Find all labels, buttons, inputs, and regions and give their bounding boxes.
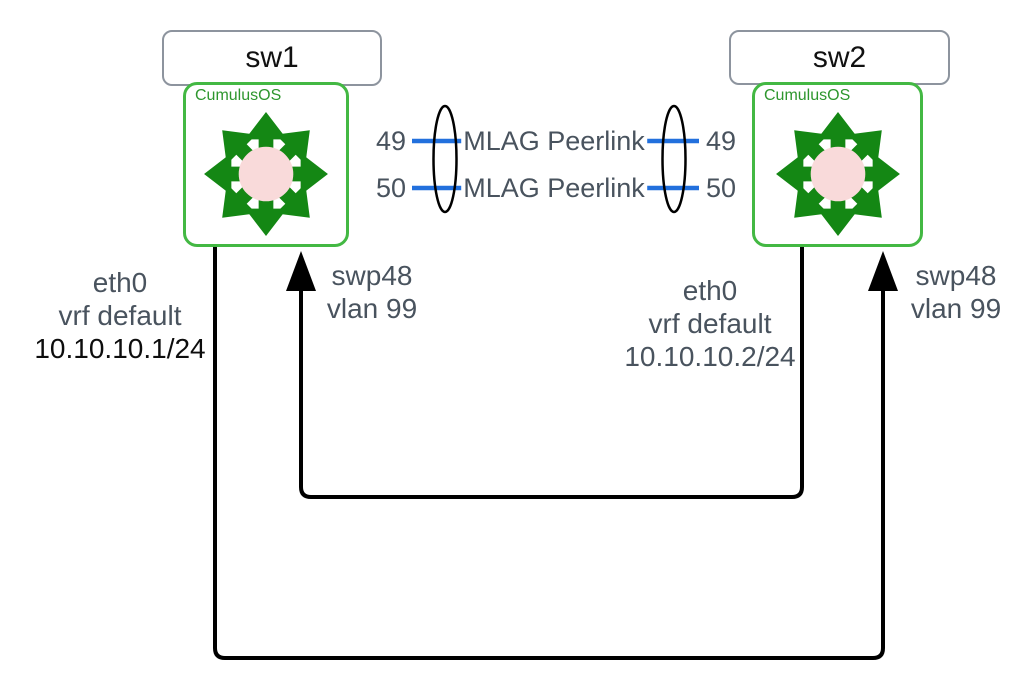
sw2-device-box: CumulusOS	[752, 82, 923, 247]
sw1-device-box: CumulusOS	[183, 82, 349, 247]
sw1-port-49-label: 49	[375, 126, 406, 156]
arrowhead-into-sw2-icon	[868, 251, 898, 291]
sw2-name: sw2	[812, 40, 867, 74]
sw1-swp48-label: swp48 vlan 99	[327, 259, 417, 325]
hub-circle-icon	[238, 146, 294, 202]
sw1-switch-icon	[204, 112, 328, 236]
sw2-eth0-ip: 10.10.10.2/24	[624, 341, 796, 372]
bond-ellipse-right	[661, 104, 687, 214]
sw2-swp48-name: swp48	[915, 260, 997, 291]
sw1-eth0-label: eth0 vrf default 10.10.10.1/24	[34, 266, 205, 365]
sw2-os-label: CumulusOS	[764, 87, 851, 104]
arrowhead-into-sw1-icon	[286, 251, 316, 291]
sw1-eth0-name: eth0	[92, 267, 148, 298]
sw1-swp48-vlan: vlan 99	[326, 293, 418, 324]
sw2-swp48-label: swp48 vlan 99	[911, 259, 1001, 325]
sw1-port-50-label: 50	[375, 173, 406, 203]
peerlink-50-label: MLAG Peerlink	[461, 173, 647, 203]
sw2-eth0-to-sw1-swp48-connector	[299, 247, 804, 499]
sw2-port-50-label: 50	[706, 173, 737, 203]
sw1-name: sw1	[245, 41, 299, 74]
peerlink-49-label: MLAG Peerlink	[461, 126, 647, 156]
sw1-name-box: sw1	[162, 30, 382, 86]
sw2-switch-icon	[776, 112, 900, 236]
sw1-os-label: CumulusOS	[195, 87, 282, 104]
bond-ellipse-left	[432, 104, 458, 214]
sw2-name-box: sw2	[729, 30, 950, 85]
sw1-eth0-ip: 10.10.10.1/24	[34, 333, 206, 364]
sw2-eth0-vrf: vrf default	[648, 308, 772, 339]
sw2-eth0-label: eth0 vrf default 10.10.10.2/24	[624, 274, 795, 373]
sw2-swp48-vlan: vlan 99	[910, 293, 1002, 324]
sw2-eth0-name: eth0	[682, 275, 738, 306]
sw2-port-49-label: 49	[706, 126, 737, 156]
sw1-eth0-vrf: vrf default	[58, 300, 182, 331]
hub-circle-icon	[810, 146, 866, 202]
sw1-swp48-name: swp48	[331, 260, 413, 291]
sw1-eth0-to-sw2-swp48-connector	[213, 247, 885, 660]
